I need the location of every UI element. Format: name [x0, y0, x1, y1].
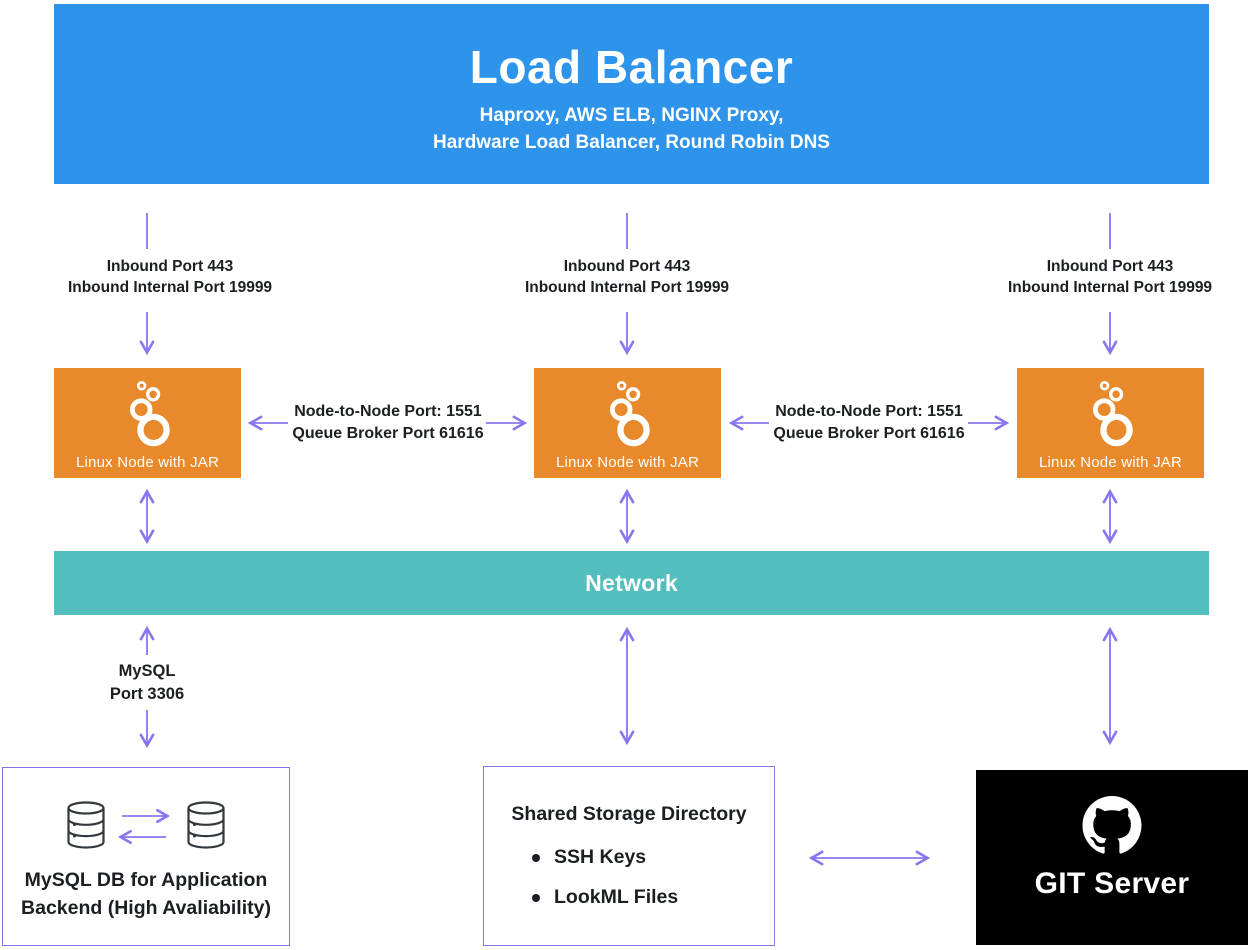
- inbound-label-2-line2: Inbound Internal Port 19999: [524, 279, 730, 296]
- database-icon-left: [67, 801, 105, 849]
- looker-icon: [1092, 381, 1133, 447]
- inbound-label-3: Inbound Port 443 Inbound Internal Port 1…: [980, 256, 1240, 298]
- mysql-link-label: MySQL Port 3306: [67, 660, 227, 706]
- node-link-label-2-line2: Queue Broker Port 61616: [773, 425, 965, 442]
- git-server-label: GIT Server: [1034, 867, 1190, 900]
- load-balancer-title: Load Balancer: [469, 41, 794, 93]
- linux-node-box-1: Linux Node with JAR: [54, 368, 241, 478]
- inbound-label-1-line1: Inbound Port 443: [106, 258, 234, 275]
- git-server-box: GIT Server: [976, 770, 1248, 945]
- load-balancer-subtitle-line1: Haproxy, AWS ELB, NGINX Proxy,: [479, 105, 784, 126]
- shared-storage-list: SSH Keys LookML Files: [532, 846, 774, 909]
- linux-node-label-1: Linux Node with JAR: [75, 454, 220, 471]
- inbound-label-1-line2: Inbound Internal Port 19999: [67, 279, 273, 296]
- database-icon-right: [187, 801, 225, 849]
- network-label: Network: [585, 569, 678, 596]
- mysql-db-label: MySQL DB for Application Backend (High A…: [3, 866, 289, 922]
- load-balancer-subtitle: Haproxy, AWS ELB, NGINX Proxy, Hardware …: [54, 102, 1209, 156]
- load-balancer-subtitle-line2: Hardware Load Balancer, Round Robin DNS: [433, 132, 830, 153]
- mysql-db-box: MySQL DB for Application Backend (High A…: [2, 767, 290, 946]
- github-icon: [1082, 796, 1142, 854]
- inbound-label-1: Inbound Port 443 Inbound Internal Port 1…: [40, 256, 300, 298]
- inbound-label-2: Inbound Port 443 Inbound Internal Port 1…: [497, 256, 757, 298]
- inbound-label-3-line1: Inbound Port 443: [1046, 258, 1174, 275]
- database-replication-icon: [67, 801, 225, 849]
- inbound-label-2-line1: Inbound Port 443: [563, 258, 691, 275]
- node-link-label-2: Node-to-Node Port: 1551 Queue Broker Por…: [749, 401, 989, 445]
- linux-node-box-3: Linux Node with JAR: [1017, 368, 1204, 478]
- shared-storage-item-lookml-files: LookML Files: [532, 886, 774, 909]
- looker-icon: [609, 381, 650, 447]
- mysql-db-label-line2: Backend (High Avaliability): [21, 897, 271, 919]
- linux-node-label-2: Linux Node with JAR: [555, 454, 700, 471]
- linux-node-box-2: Linux Node with JAR: [534, 368, 721, 478]
- node-link-label-1-line1: Node-to-Node Port: 1551: [294, 403, 482, 420]
- node-link-label-1-line2: Queue Broker Port 61616: [292, 425, 484, 442]
- node-link-label-2-line1: Node-to-Node Port: 1551: [775, 403, 963, 420]
- mysql-link-label-line2: Port 3306: [109, 685, 185, 703]
- linux-node-label-3: Linux Node with JAR: [1038, 454, 1183, 471]
- network-bar: Network: [54, 551, 1209, 615]
- looker-icon: [129, 381, 170, 447]
- load-balancer-box: Load Balancer Haproxy, AWS ELB, NGINX Pr…: [54, 4, 1209, 184]
- mysql-link-label-line1: MySQL: [118, 662, 176, 680]
- shared-storage-title: Shared Storage Directory: [511, 803, 747, 825]
- mysql-db-label-line1: MySQL DB for Application: [24, 869, 268, 891]
- shared-storage-box: Shared Storage Directory SSH Keys LookML…: [483, 766, 775, 946]
- shared-storage-item-ssh-keys: SSH Keys: [532, 846, 774, 869]
- node-link-label-1: Node-to-Node Port: 1551 Queue Broker Por…: [268, 401, 508, 445]
- inbound-label-3-line2: Inbound Internal Port 19999: [1007, 279, 1213, 296]
